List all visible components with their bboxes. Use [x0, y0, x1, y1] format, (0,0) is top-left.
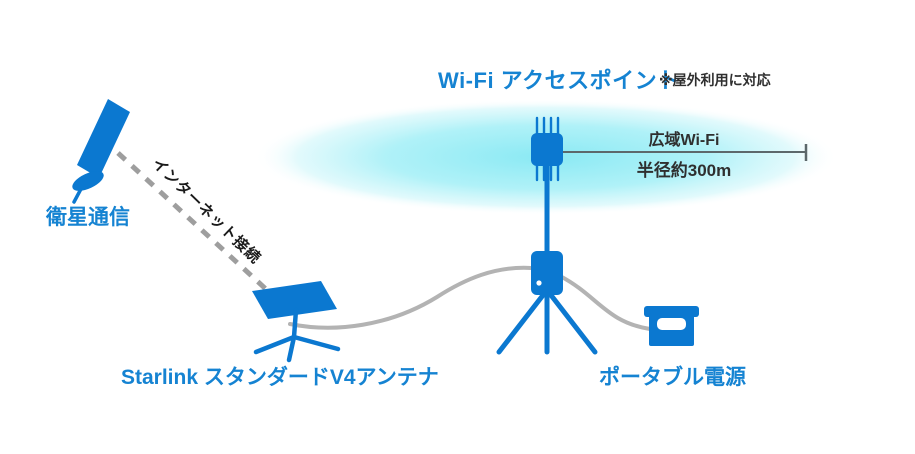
starlink-dish-icon: [252, 281, 341, 363]
portable-power-label: ポータブル電源: [599, 366, 746, 389]
cable-dish-to-router: [288, 265, 533, 330]
radius-measurement-line: [563, 144, 808, 161]
satellite-icon: [72, 99, 130, 204]
router-box-icon: [531, 251, 563, 295]
wifi-outdoor-note: ※屋外利用に対応: [659, 72, 771, 88]
wifi-access-point-title: Wi-Fi アクセスポイント: [438, 68, 680, 93]
cable-router-to-power: [558, 274, 652, 331]
coverage-range-label: 広域Wi-Fi: [648, 132, 720, 149]
wifi-access-point-icon: [531, 116, 563, 182]
portable-power-icon: [644, 306, 699, 346]
dashed-link-line: [116, 151, 270, 293]
starlink-antenna-label: Starlink スタンダードV4アンテナ: [121, 366, 439, 389]
coverage-radius-label: 半径約300m: [636, 161, 732, 180]
satellite-label: 衛星通信: [46, 206, 130, 229]
